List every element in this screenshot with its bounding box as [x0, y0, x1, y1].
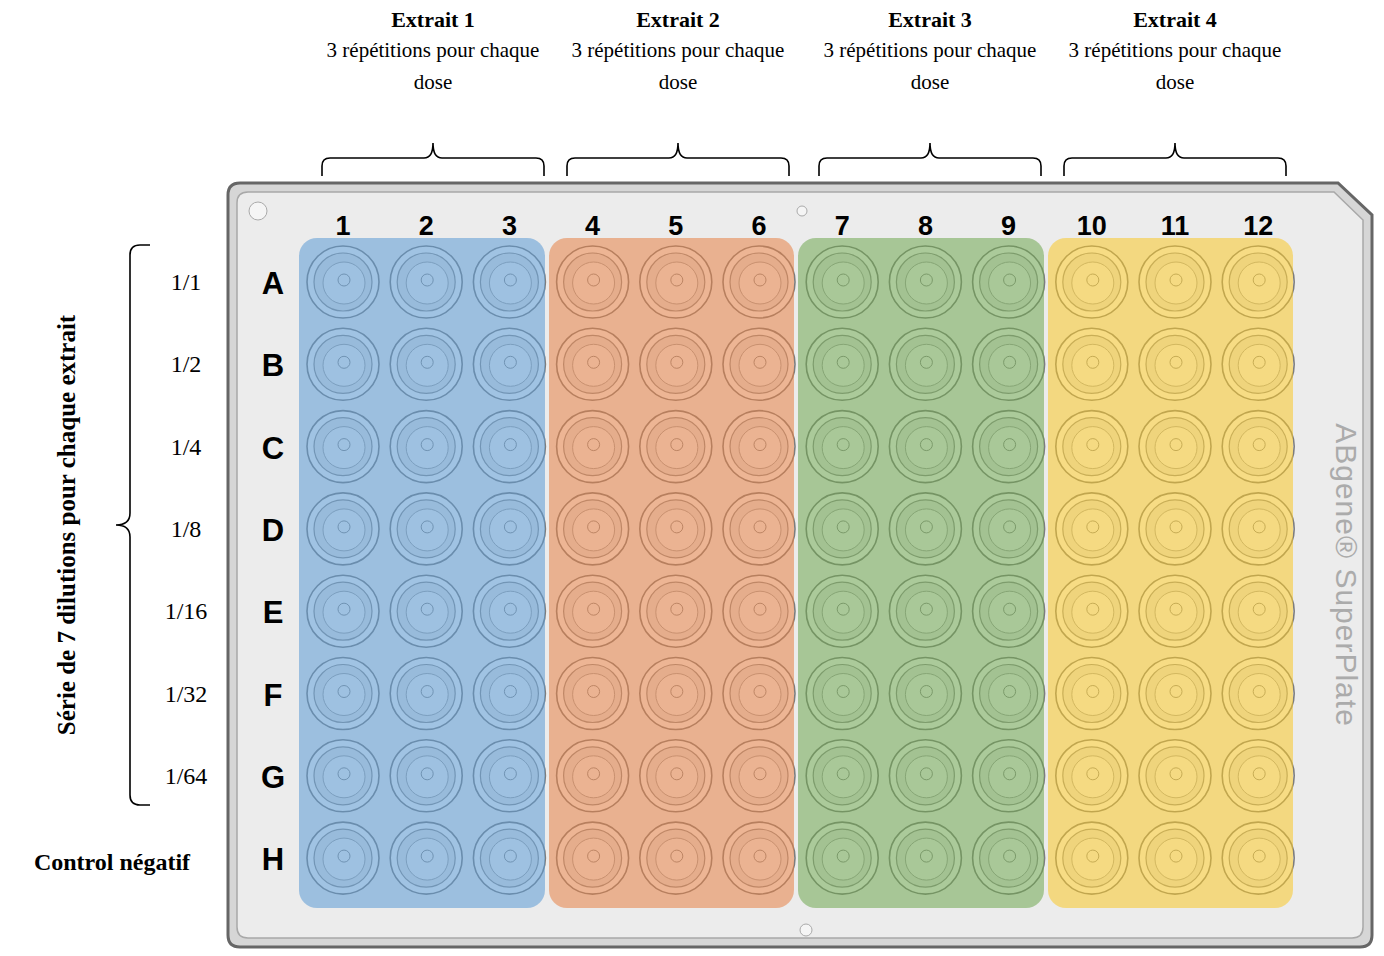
column-number: 7 — [835, 211, 850, 242]
band-heading: Extrait 33 répétitions pour chaque dose — [801, 6, 1059, 98]
column-number: 9 — [1001, 211, 1016, 242]
plate-inner — [237, 192, 1363, 938]
corner-mark — [800, 924, 812, 936]
extract-title: Extrait 2 — [549, 6, 807, 34]
column-number: 3 — [502, 211, 517, 242]
dilution-label: 1/1 — [171, 269, 202, 296]
column-number: 5 — [668, 211, 683, 242]
column-number: 10 — [1077, 211, 1107, 242]
row-letter: G — [261, 760, 285, 796]
watermark: ABgene® SuperPlate — [1329, 423, 1363, 727]
row-letter: F — [264, 678, 283, 714]
extract-note: 3 répétitions pour chaque dose — [323, 34, 543, 98]
column-brackets — [322, 143, 1286, 176]
extract-note: 3 répétitions pour chaque dose — [820, 34, 1040, 98]
column-number: 8 — [918, 211, 933, 242]
row-letter: E — [263, 595, 284, 631]
extract-title: Extrait 3 — [801, 6, 1059, 34]
extract-title: Extrait 1 — [304, 6, 562, 34]
plate-outline — [228, 183, 1372, 947]
dilution-label: 1/16 — [165, 598, 208, 625]
dilution-label: 1/64 — [165, 762, 208, 789]
band-heading: Extrait 23 répétitions pour chaque dose — [549, 6, 807, 98]
column-bracket — [567, 143, 789, 176]
extract-band: Extrait 13 répétitions pour chaque dose — [299, 238, 545, 908]
corner-mark — [249, 202, 267, 220]
extract-note: 3 répétitions pour chaque dose — [568, 34, 788, 98]
extract-band: Extrait 23 répétitions pour chaque dose — [549, 238, 795, 908]
column-number: 1 — [335, 211, 350, 242]
extract-band: Extrait 33 répétitions pour chaque dose — [798, 238, 1044, 908]
extract-note: 3 répétitions pour chaque dose — [1065, 34, 1285, 98]
row-label: Control négatif — [34, 849, 190, 876]
column-bracket — [819, 143, 1041, 176]
corner-mark — [797, 206, 807, 216]
column-number: 4 — [585, 211, 600, 242]
band-heading: Extrait 43 répétitions pour chaque dose — [1046, 6, 1304, 98]
column-number: 6 — [751, 211, 766, 242]
row-letter: A — [262, 266, 284, 302]
row-letter: D — [262, 513, 284, 549]
row-letter: B — [262, 348, 284, 384]
row-letter: H — [262, 842, 284, 878]
dilution-label: 1/32 — [165, 680, 208, 707]
row-letter: C — [262, 431, 284, 467]
extract-band: Extrait 43 répétitions pour chaque dose — [1048, 238, 1294, 908]
dilution-label: 1/4 — [171, 433, 202, 460]
column-number: 12 — [1243, 211, 1273, 242]
band-heading: Extrait 13 répétitions pour chaque dose — [304, 6, 562, 98]
dilution-label: 1/2 — [171, 351, 202, 378]
dilution-label: 1/8 — [171, 515, 202, 542]
column-number: 11 — [1161, 211, 1190, 242]
column-number: 2 — [419, 211, 434, 242]
row-bracket — [116, 245, 150, 805]
column-bracket — [322, 143, 544, 176]
axis-title: Série de 7 dilutions pour chaque extrait — [53, 315, 81, 735]
column-bracket — [1064, 143, 1286, 176]
extract-title: Extrait 4 — [1046, 6, 1304, 34]
